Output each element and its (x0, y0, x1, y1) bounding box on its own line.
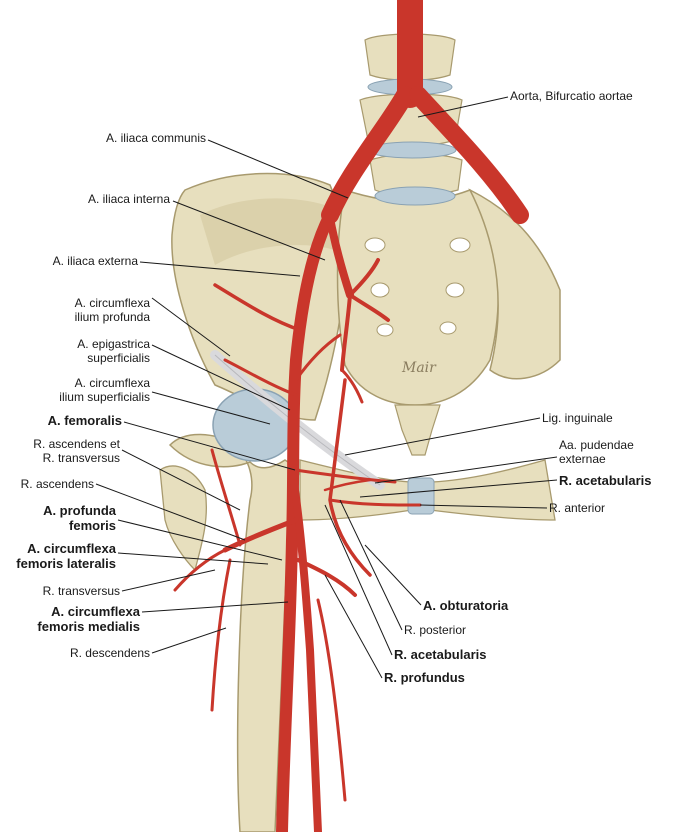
label-obturatoria: A. obturatoria (423, 598, 509, 613)
label-r-acetabularis-bottom: R. acetabularis (394, 647, 487, 662)
symphysis (407, 477, 435, 515)
arteries (173, 0, 529, 832)
label-iliaca-externa: A. iliaca externa (52, 254, 138, 268)
label-r-ascendens: R. ascendens (20, 477, 94, 491)
epigastrica-superficialis (294, 333, 342, 382)
label-r-anterior: R. anterior (549, 501, 606, 515)
iliaca-interna (326, 214, 354, 299)
iliaca-communis-right (409, 86, 529, 224)
signature: Mair (401, 360, 437, 376)
label-lig-inguinale: Lig. inguinale (542, 411, 613, 425)
r-ascendens (210, 448, 242, 547)
label-aorta: Aorta, Bifurcatio aortae (510, 89, 633, 103)
label-r-ascendens-et-transversus: R. ascendens et R. transversus (33, 437, 120, 465)
circumflexa-ilium-profunda (213, 283, 302, 332)
label-circumflexa-femoris-medialis: A. circumflexa femoris medialis (37, 604, 140, 634)
ilium-right (468, 188, 561, 380)
label-epigastrica-superficialis: A. epigastrica superficialis (77, 337, 150, 365)
r-profundus (316, 598, 347, 802)
label-pudendae-externae: Aa. pudendae externae (559, 438, 634, 466)
intervertebral-discs (367, 78, 457, 206)
label-iliaca-communis: A. iliaca communis (105, 131, 206, 145)
leader-lines (95, 96, 558, 679)
label-iliaca-interna: A. iliaca interna (87, 192, 170, 206)
label-r-acetabularis-right: R. acetabularis (559, 473, 652, 488)
r-acetabularis (323, 478, 372, 492)
label-femoralis: A. femoralis (47, 413, 122, 428)
label-circumflexa-ilium-profunda: A. circumflexa ilium profunda (74, 296, 150, 324)
pubis-right (429, 459, 556, 521)
iliaca-communis-left (321, 86, 414, 224)
label-circumflexa-femoris-lateralis: A. circumflexa femoris lateralis (16, 541, 116, 571)
r-transversus (173, 548, 227, 592)
label-circumflexa-ilium-superficialis: A. circumflexa ilium superficialis (59, 376, 150, 404)
coccyx (394, 404, 441, 456)
label-r-profundus: R. profundus (384, 670, 465, 685)
label-r-transversus: R. transversus (42, 584, 120, 598)
label-r-posterior: R. posterior (404, 623, 467, 637)
circumflexa-ilium-superficialis (223, 358, 298, 397)
circumflexa-femoris-medialis (296, 558, 357, 597)
label-profunda-femoris: A. profunda femoris (43, 503, 116, 533)
r-anterior (328, 498, 422, 507)
profunda-femoris (288, 466, 322, 832)
label-r-descendens: R. descendens (69, 646, 150, 660)
r-descendens (210, 558, 232, 712)
